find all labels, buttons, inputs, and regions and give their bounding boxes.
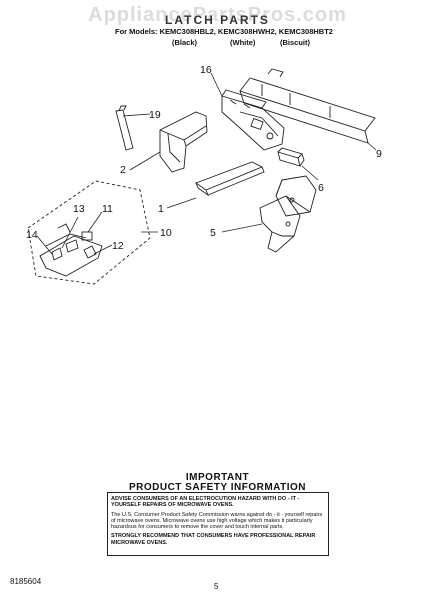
page-number: 5 (214, 582, 219, 591)
leader-1 (166, 197, 197, 209)
exploded-parts-diagram: 16 19 2 9 6 1 13 11 10 14 12 5 (26, 64, 382, 285)
safety-body-text: The U.S. Consumer Product Safety Commiss… (111, 511, 323, 531)
important-title: IMPORTANT PRODUCT SAFETY INFORMATION (0, 473, 435, 493)
callout-1: 1 (158, 203, 164, 215)
part-12-actuator (83, 245, 97, 259)
part-11-switch (81, 231, 93, 241)
variant-white: (White) (230, 38, 256, 47)
part-2-housing (159, 111, 208, 173)
part-16-switch-assembly (221, 89, 285, 151)
safety-recommendation-text: STRONGLY RECOMMEND THAT CONSUMERS HAVE P… (111, 533, 316, 546)
callout-19: 19 (149, 109, 161, 121)
callout-5: 5 (210, 227, 216, 239)
callout-6: 6 (318, 182, 324, 194)
page-title: LATCH PARTS (165, 13, 270, 27)
models-line: For Models: KEMC308HBL2, KEMC308HWH2, KE… (115, 27, 333, 36)
leader-5 (221, 223, 263, 233)
callout-12: 12 (112, 240, 124, 252)
callout-16: 16 (200, 64, 212, 76)
part-1-plate (195, 161, 265, 197)
leader-9 (367, 142, 377, 151)
important-heading: IMPORTANT (185, 472, 250, 483)
safety-warning-text: ADVISE CONSUMERS OF AN ELECTROCUTION HAZ… (111, 496, 300, 509)
safety-info-box: ADVISE CONSUMERS OF AN ELECTROCUTION HAZ… (107, 492, 329, 556)
part-19-latch-hook (115, 105, 134, 151)
variant-biscuit: (Biscuit) (280, 38, 310, 47)
callout-14: 14 (26, 229, 38, 241)
callout-2: 2 (120, 164, 126, 176)
callout-10: 10 (160, 227, 172, 239)
callout-9: 9 (376, 148, 382, 160)
leader-16 (210, 72, 223, 97)
leader-19 (122, 113, 151, 117)
leader-11 (87, 211, 103, 233)
leader-14 (36, 235, 53, 255)
part-9-latch-bracket (239, 68, 376, 144)
latch-subassembly (39, 223, 103, 277)
part-5-mounting-bracket (259, 175, 317, 253)
leader-12 (93, 244, 113, 255)
leader-13 (61, 216, 79, 249)
part-6-block (277, 147, 305, 167)
leader-6 (301, 165, 319, 181)
variant-black: (Black) (172, 38, 198, 47)
leader-2 (129, 151, 161, 171)
document-number: 8185604 (10, 577, 42, 586)
important-subheading: PRODUCT SAFETY INFORMATION (128, 482, 307, 493)
callout-13: 13 (73, 203, 85, 215)
part-10-assembly-outline (27, 180, 151, 285)
watermark: AppliancePartsPros.com (88, 4, 347, 26)
callout-11: 11 (102, 203, 113, 215)
